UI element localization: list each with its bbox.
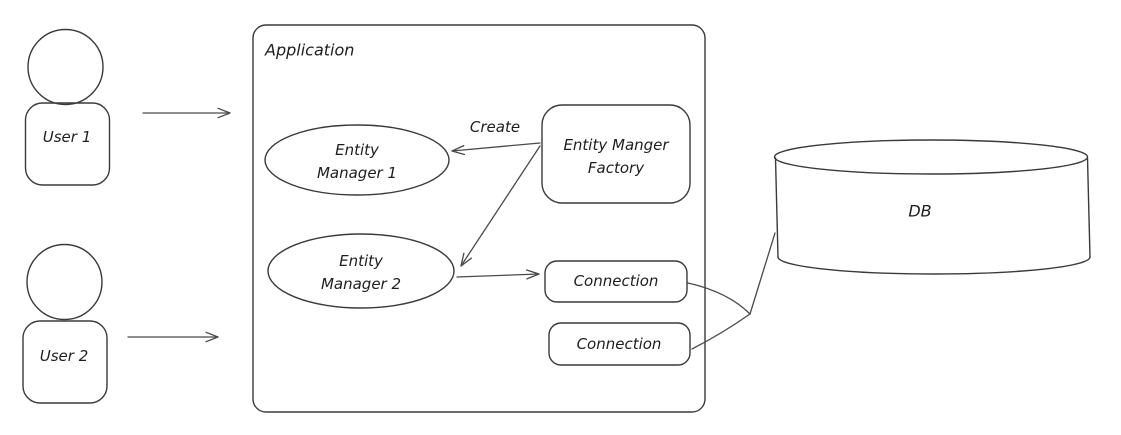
user-2-body [22,320,108,404]
arrowhead-icon [451,144,466,156]
arrowhead-icon [217,107,231,119]
arrow-factory-to-em1 [451,142,541,156]
entity-manager-1-label-line2: Manager 1 [317,164,397,182]
user-1-head-person-icon [27,28,104,106]
application-title: Application [264,41,354,60]
entity-manager-1-node: Entity Manager 1 [264,124,450,196]
entity-manager-1-label-line1: Entity [335,141,380,159]
connection-1-label: Connection [574,272,659,290]
arrow-user2-to-application [127,331,219,343]
application-box [252,24,706,413]
user-2-label: User 2 [40,347,89,365]
connection-1-node: Connection [544,260,688,303]
connector-connection1-to-db [687,282,751,315]
entity-manager-2-node: Entity Manager 2 [267,233,455,309]
arrow-em2-to-connection1 [456,269,540,280]
user-1-label: User 1 [43,128,92,146]
connection-2-box [548,322,691,366]
user-2-head-person-icon [26,243,103,321]
arrowhead-icon [205,331,219,343]
arrowhead-icon [525,269,540,280]
arrow-user1-to-application [142,107,231,119]
entity-manager-2-label-line1: Entity [339,252,384,270]
connection-2-node: Connection [548,322,691,366]
db-node: DB [773,139,1091,275]
connection-2-label: Connection [577,335,662,353]
arrow-factory-to-em2 [460,145,541,267]
db-cylinder-left-wall [774,157,779,258]
db-cylinder-bottom [777,256,1091,275]
user-1-figure: User 1 [24,28,111,186]
entity-manager-2-label-line2: Manager 2 [321,275,401,293]
create-edge-label: Create [470,118,520,136]
connector-connection2-to-db [691,313,751,350]
db-cylinder-right-wall [1086,157,1091,258]
connector-merge-to-db [749,232,776,315]
arrowhead-icon [460,252,473,267]
factory-label-line2: Factory [588,159,645,177]
factory-label-line1: Entity Manger [563,136,669,154]
entity-manager-factory-box [541,104,691,204]
entity-manager-factory-node: Entity Manger Factory [541,104,691,204]
user-1-body [24,102,111,186]
entity-manager-1-ellipse [264,124,450,196]
connection-1-box [544,260,688,303]
db-cylinder-top [773,139,1089,175]
application-container: Application [252,24,706,413]
db-label: DB [908,202,931,221]
entity-manager-2-ellipse [267,233,455,309]
user-2-figure: User 2 [22,243,108,404]
